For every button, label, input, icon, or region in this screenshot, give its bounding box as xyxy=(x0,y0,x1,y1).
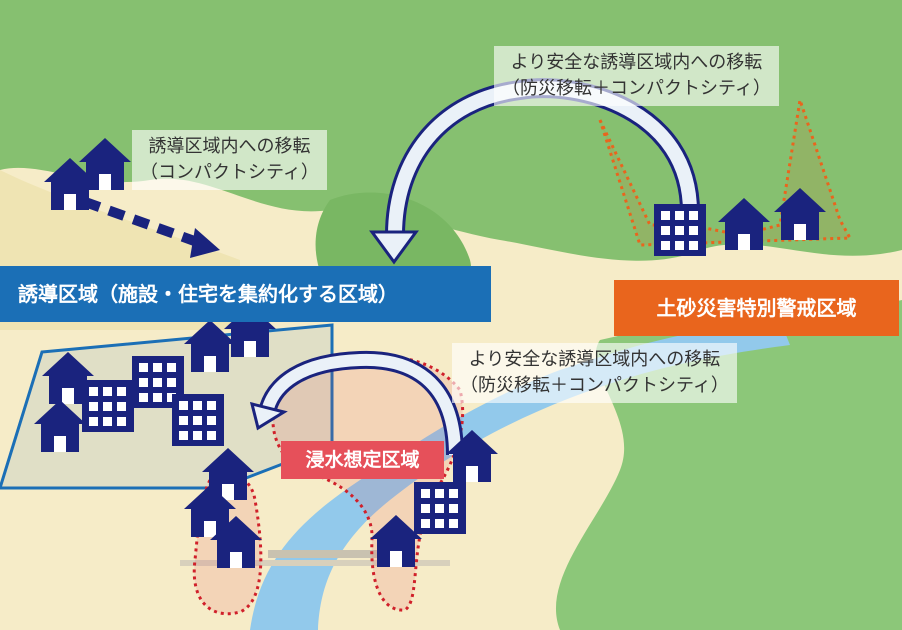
caption-disaster-relocation-lower: より安全な誘導区域内への移転 （防災移転＋コンパクトシティ） xyxy=(452,343,737,403)
caption-compact-city: 誘導区域内への移転 （コンパクトシティ） xyxy=(132,130,327,190)
caption-disaster-relocation-upper: より安全な誘導区域内への移転 （防災移転＋コンパクトシティ） xyxy=(494,46,779,106)
caption-line: 誘導区域内への移転 xyxy=(148,136,311,157)
apartment-building-icon xyxy=(414,482,466,534)
apartment-building-icon xyxy=(82,380,134,432)
caption-line: より安全な誘導区域内への移転 xyxy=(510,52,763,73)
flood-zone-label: 浸水想定区域 xyxy=(281,441,444,479)
caption-line: （コンパクトシティ） xyxy=(140,162,319,183)
apartment-building-icon xyxy=(654,204,706,256)
induction-zone-label: 誘導区域（施設・住宅を集約化する区域） xyxy=(0,266,491,322)
flood-area-center-outline xyxy=(271,354,465,612)
sediment-disaster-zone-label: 土砂災害特別警戒区域 xyxy=(614,280,899,336)
caption-line: より安全な誘導区域内への移転 xyxy=(468,349,721,370)
bridge xyxy=(268,550,388,558)
caption-line: （防災移転＋コンパクトシティ） xyxy=(502,78,771,99)
caption-line: （防災移転＋コンパクトシティ） xyxy=(460,375,729,396)
bridge-road xyxy=(180,560,450,566)
apartment-building-icon xyxy=(172,394,224,446)
dashed-arrow-icon xyxy=(58,188,220,258)
curved-arrow-icon-lower xyxy=(249,350,464,456)
